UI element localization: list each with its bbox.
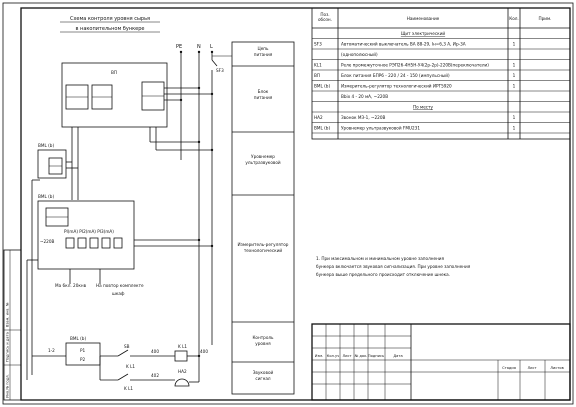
bell-ha2-label: HA2 (178, 369, 187, 374)
spec-row-name: Bbix 4 - 20 мА, ~220В (341, 94, 388, 99)
wire-400-b: 400 (200, 349, 208, 354)
relay-p2: P2 (80, 357, 86, 362)
wire-402: 402 (151, 373, 159, 378)
tb-col-podpis: Подпись (368, 354, 384, 358)
bus-pe-label: PE (176, 44, 182, 50)
relay-p1: P1 (80, 348, 86, 353)
spec-row-pos: SF3 (314, 42, 322, 47)
output-upper-label-2: шкаф (112, 291, 125, 296)
sf3-label: SF3 (216, 68, 224, 73)
switch-sb-label: SB (124, 344, 130, 349)
spec-section-title: По месту (413, 105, 434, 110)
spec-row-pos: BML (b) (314, 84, 330, 89)
relay-kl1-top: K L1 (126, 364, 135, 369)
sf3-contact (211, 59, 218, 67)
spec-section-title: Щит электрический (401, 31, 446, 36)
stamp-signature-date: Подпись и дата (6, 332, 10, 362)
spec-row-qty: 1 (513, 115, 516, 120)
contact-kl1 (117, 373, 129, 381)
regulator-frame (37, 200, 135, 270)
spec-row-name: Автоматический выключатель ВА 88-29, Iн=… (341, 42, 466, 47)
tb-col-izm: Изм. (315, 354, 323, 358)
coil-kl1-label: K L1 (178, 344, 187, 349)
output-lower-label: Мa 6кл. 20кнв (55, 283, 87, 288)
level-sensor-block: BML (b) (37, 143, 67, 179)
bus-n-label: N (197, 44, 201, 50)
spec-header-qty: Кол. (509, 16, 519, 21)
stamp-vzam-inv: Взам. инв. № (6, 302, 10, 327)
spec-row-qty: 1 (513, 73, 516, 78)
relay-n12: 1-2 (48, 348, 55, 353)
tb-col-kolu: Кол.уч (327, 354, 339, 358)
power-supply-frame (61, 62, 168, 128)
inner-frame (20, 7, 571, 401)
level-sensor-label: BML (b) (38, 143, 54, 148)
stamp-inv-podl: Инв.№ подл. (6, 374, 10, 398)
relay-regulator-label: BML (b) (70, 336, 86, 341)
wire-400-a: 400 (151, 349, 159, 354)
spec-row-pos: BML (b) (314, 126, 330, 131)
relay-kl1-bot: K L1 (124, 386, 133, 391)
spec-row-pos: BП (314, 73, 320, 78)
regulator-channels: PI(mA) PI2(mA) PI3(mA) (64, 229, 114, 234)
tb-col-data: Дата (393, 354, 402, 358)
regulator-supply: ~220B (40, 239, 55, 244)
general-note: 1. При максимальном и минимальном уровне… (316, 256, 472, 277)
schematic-title-line1: Схема контроля уровня сырья (70, 16, 150, 22)
relay-circuit: BML (b) P1 P2 1-2 SB K L1 400 K L1 400 K… (32, 336, 208, 391)
spec-row-pos: KL1 (314, 63, 322, 68)
bus-l-label: L (210, 44, 213, 50)
power-buses: PE N L SF3 (176, 44, 224, 345)
spec-row-qty: 1 (513, 84, 516, 89)
tb-col-ndok: № док. (355, 354, 368, 358)
schematic-title-line2: в накопительном бункере (76, 26, 145, 32)
spec-row-name: Уровнемер ультразвуковой FMU231 (341, 126, 420, 131)
spec-row-qty: 1 (513, 42, 516, 47)
measuring-regulator-block: BML (b) PI(mA) PI2(mA) PI3(mA) ~220B (37, 194, 135, 270)
spec-row-name: (однополюсный) (341, 52, 378, 57)
spec-row-qty: 1 (513, 126, 516, 131)
tb-listov: Листов (550, 366, 563, 370)
power-supply-label: BП (111, 70, 117, 75)
spec-row-name: Реле промежуточное РЭП26-4Н5Н-У4(2р-2р)-… (341, 63, 489, 68)
tb-list: Лист (527, 366, 536, 370)
level-sensor-frame (37, 149, 67, 179)
regulator-label: BML (b) (38, 194, 54, 199)
relay-regulator-frame (65, 342, 101, 366)
tb-stadia: Стадия (502, 366, 516, 370)
spec-row-name: Блок питания БПР6 - 220 / 24 - 150 (импу… (341, 73, 450, 78)
switch-sb (117, 349, 129, 357)
bell-ha2-icon (174, 378, 190, 387)
margin-stamp: Инв.№ подл. Подпись и дата Взам. инв. № (3, 249, 22, 401)
spec-row-name: Измеритель-регулятор технологический ИРТ… (341, 84, 452, 89)
spec-header-note: Прим. (538, 16, 551, 21)
spec-row-qty: 1 (513, 63, 516, 68)
spec-header-pos: Поз.обозн. (318, 12, 332, 22)
tb-col-list: Лист (342, 354, 351, 358)
specification-table: Поз.обозн. Наименование Кол. Прим. Щит э… (311, 7, 571, 140)
power-supply-block: BП (61, 62, 168, 128)
spec-row-pos: HA2 (314, 115, 323, 120)
title-block: Изм. Кол.уч Лист № док. Подпись Дата Ста… (311, 323, 571, 401)
coil-kl1 (174, 350, 188, 362)
spec-header-name: Наименование (407, 16, 440, 21)
output-upper-label-1: На повтор комплекте (96, 283, 144, 288)
spec-row-name: Звонок МЗ-1, ~220В (341, 115, 386, 120)
